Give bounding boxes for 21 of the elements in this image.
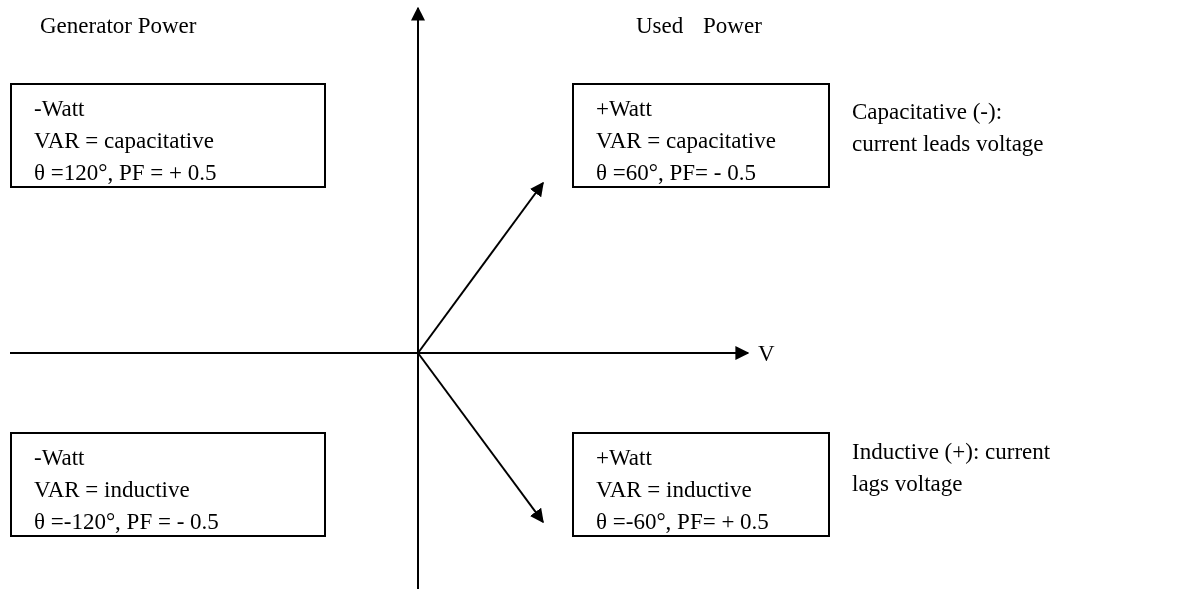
var-type-text: VAR = capacitative bbox=[596, 127, 776, 155]
var-type-text: VAR = inductive bbox=[34, 476, 190, 504]
var-type-text: VAR = capacitative bbox=[34, 127, 214, 155]
var-type-text: VAR = inductive bbox=[596, 476, 752, 504]
angle-pf-text: θ =120°, PF = + 0.5 bbox=[34, 159, 217, 187]
note-text: Capacitative (-): current leads voltage bbox=[852, 98, 1045, 158]
note-text: Inductive (+): current lags voltage bbox=[852, 438, 1052, 498]
angle-pf-text: θ =-60°, PF= + 0.5 bbox=[596, 508, 769, 536]
power-sign-text: +Watt bbox=[596, 95, 652, 123]
power-sign-text: +Watt bbox=[596, 444, 652, 472]
power-sign-text: -Watt bbox=[34, 444, 85, 472]
quadrant-box bbox=[572, 83, 830, 188]
quadrant-heading: Generator Power bbox=[40, 12, 197, 40]
quadrant-box bbox=[572, 432, 830, 537]
quadrant-box bbox=[10, 83, 326, 188]
angle-pf-text: θ =60°, PF= - 0.5 bbox=[596, 159, 756, 187]
quadrant-heading: Used Power bbox=[636, 12, 762, 40]
axis-label: V bbox=[758, 340, 775, 368]
power-sign-text: -Watt bbox=[34, 95, 85, 123]
quadrant-box bbox=[10, 432, 326, 537]
angle-pf-text: θ =-120°, PF = - 0.5 bbox=[34, 508, 219, 536]
